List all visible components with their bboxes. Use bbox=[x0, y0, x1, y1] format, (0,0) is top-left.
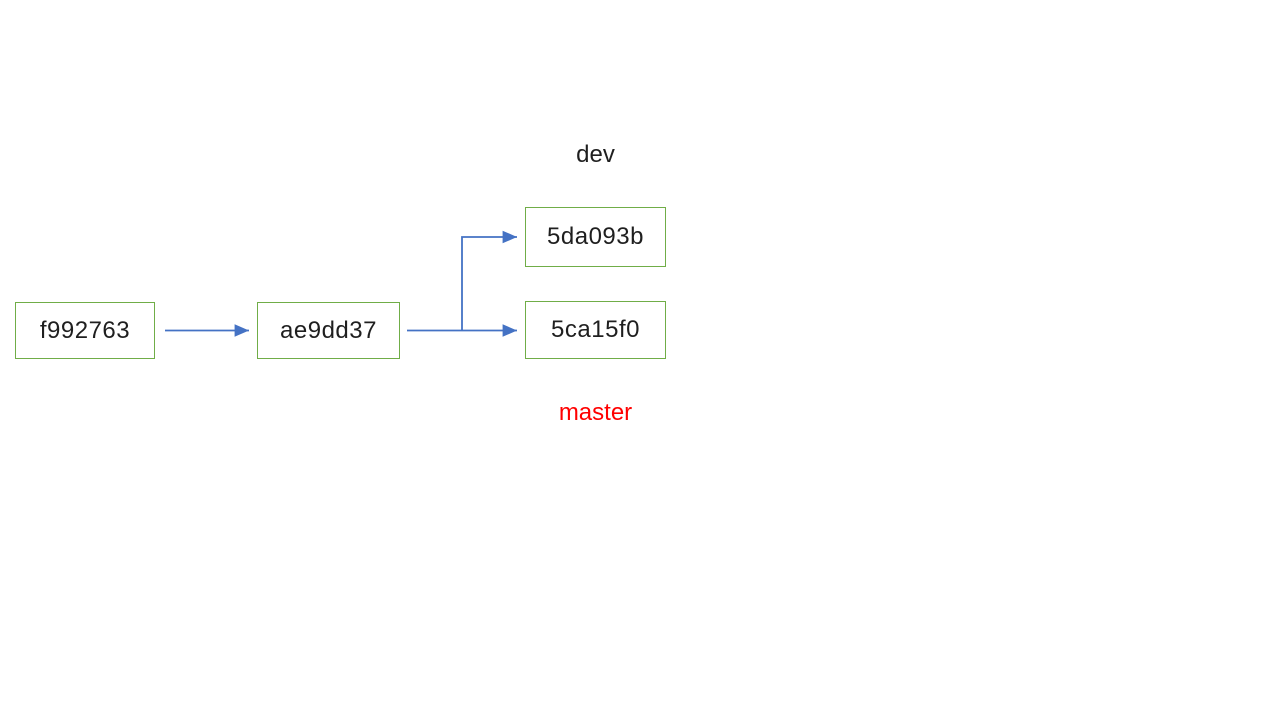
commit-node-5ca15f0: 5ca15f0 bbox=[525, 301, 666, 359]
commit-node-ae9dd37: ae9dd37 bbox=[257, 302, 400, 359]
commit-node-5da093b: 5da093b bbox=[525, 207, 666, 267]
branch-label-master: master bbox=[558, 399, 633, 426]
commit-node-f992763: f992763 bbox=[15, 302, 155, 359]
branch-label-dev: dev bbox=[576, 141, 615, 168]
arrow-ae9dd37-to-5da093b bbox=[461, 230, 517, 331]
